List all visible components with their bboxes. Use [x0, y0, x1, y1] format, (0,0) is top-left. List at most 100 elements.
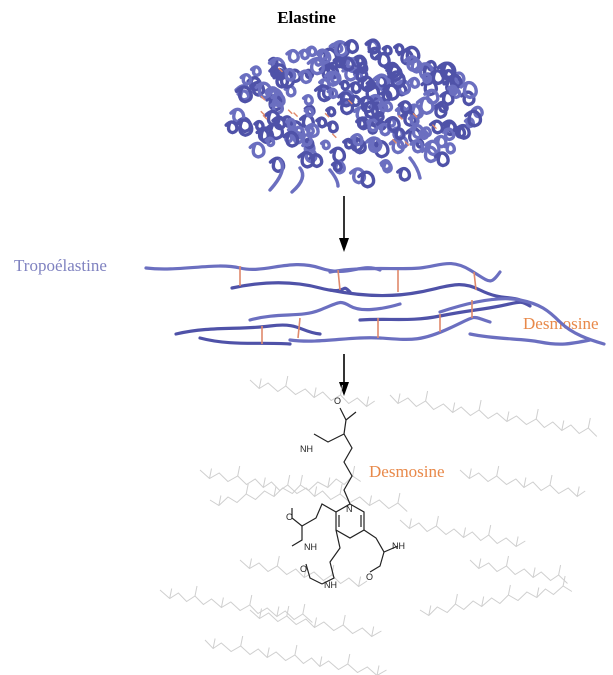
- peptide-branch: [535, 408, 539, 420]
- elastin-coil: [364, 118, 380, 133]
- elastin-crosslink: [260, 110, 266, 116]
- peptide-branch: [294, 644, 298, 656]
- peptide-branch: [428, 605, 432, 616]
- elastin-coil: [299, 133, 313, 147]
- elastin-coil: [263, 109, 281, 127]
- atom-o-bottom: O: [300, 564, 307, 574]
- elastin-coil: [315, 116, 328, 129]
- elastin-coil: [327, 70, 342, 85]
- peptide-branch: [523, 477, 527, 488]
- elastin-coil: [268, 158, 285, 192]
- elastin-coil: [249, 80, 266, 97]
- elastin-coil: [396, 166, 412, 182]
- elastin-crosslink: [277, 67, 283, 73]
- atom-nh-left: NH: [304, 542, 317, 552]
- desmosine-molecule-atoms: N NH NH NH NH O O O O: [286, 396, 405, 590]
- peptide-branch: [245, 483, 249, 495]
- peptide-branch: [468, 468, 472, 479]
- elastin-coil: [348, 81, 362, 95]
- elastin-network-illustration: [224, 38, 484, 194]
- elastin-coil: [397, 100, 413, 115]
- elastin-coil: [428, 69, 446, 86]
- peptide-branch: [397, 393, 401, 404]
- elastin-coil: [381, 100, 394, 113]
- elastin-coil: [441, 68, 455, 82]
- peptide-branch: [339, 483, 343, 495]
- atom-o-top: O: [334, 396, 341, 406]
- elastin-crosslink: [347, 99, 353, 105]
- elastin-coil: [423, 139, 441, 157]
- elastin-coil: [454, 123, 471, 141]
- peptide-branch: [286, 605, 290, 617]
- elastin-coil: [447, 73, 463, 90]
- elastin-coil: [325, 120, 339, 134]
- peptide-branch: [169, 588, 173, 599]
- elastin-coil: [357, 170, 376, 189]
- elastin-coil: [303, 106, 315, 118]
- peptide-branch: [319, 656, 323, 667]
- elastin-coil: [381, 44, 393, 56]
- peptide-branch: [371, 626, 375, 637]
- elastin-coil: [366, 93, 384, 111]
- peptide-branch: [452, 402, 456, 413]
- tropoelastin-strand: [198, 336, 292, 346]
- elastin-coil: [459, 90, 476, 107]
- elastin-coil: [403, 55, 421, 73]
- elastin-coil: [452, 125, 467, 139]
- peptide-branch: [561, 420, 565, 431]
- elastin-coil: [282, 130, 300, 148]
- elastin-coil: [387, 70, 407, 89]
- elastin-coil: [298, 48, 310, 61]
- elastin-coil: [272, 72, 290, 89]
- peptide-branch: [532, 567, 536, 578]
- elastin-crosslink: [287, 109, 293, 115]
- elastin-coil: [264, 136, 276, 148]
- peptide-branch: [237, 465, 241, 477]
- peptide-branch: [515, 536, 519, 547]
- peptide-chain: [419, 585, 573, 617]
- peptide-branch: [366, 396, 370, 407]
- elastin-coil: [471, 105, 484, 119]
- atom-nh-right: NH: [392, 541, 405, 551]
- peptide-branch: [397, 492, 401, 504]
- elastin-coil: [297, 69, 313, 85]
- elastin-coil: [248, 141, 266, 159]
- elastin-coil: [315, 48, 329, 62]
- elastin-crosslink: [260, 95, 266, 101]
- peptide-branch: [249, 558, 252, 569]
- peptide-branch: [249, 594, 253, 606]
- peptide-branch: [240, 635, 244, 647]
- peptide-branch: [327, 477, 331, 488]
- peptide-branch: [220, 597, 224, 608]
- elastin-coil: [368, 136, 383, 151]
- desmosine-label-molecule: Desmosine: [369, 462, 445, 481]
- peptide-branch: [576, 486, 580, 497]
- desmosine-crosslinks: [239, 266, 477, 344]
- elastin-coil: [409, 139, 425, 154]
- peptide-chain: [199, 469, 408, 512]
- peptide-branch: [212, 638, 216, 649]
- elastin-coil: [328, 168, 340, 188]
- elastin-coil: [388, 138, 405, 155]
- tropoelastin-strand: [230, 281, 352, 294]
- peptide-branch: [331, 564, 335, 576]
- peptide-branch: [273, 486, 277, 497]
- peptide-branch: [549, 474, 553, 486]
- peptide-branch: [562, 575, 566, 587]
- elastin-coil: [301, 93, 314, 106]
- peptide-branch: [358, 576, 362, 587]
- elastin-crosslink: [331, 133, 337, 139]
- arrow-down-2: [339, 354, 349, 396]
- tropoelastin-strand: [328, 261, 502, 283]
- peptide-branch: [425, 390, 429, 402]
- peptide-chain: [389, 394, 598, 437]
- elastin-crosslink: [397, 115, 403, 120]
- peptide-branch: [478, 399, 482, 411]
- elastin-coil: [364, 38, 381, 55]
- peptide-branch: [262, 477, 266, 488]
- peptide-branch: [454, 593, 458, 605]
- elastin-coil: [354, 55, 365, 66]
- tropoelastine-label: Tropoélastine: [14, 256, 107, 275]
- elastin-coil: [330, 40, 349, 58]
